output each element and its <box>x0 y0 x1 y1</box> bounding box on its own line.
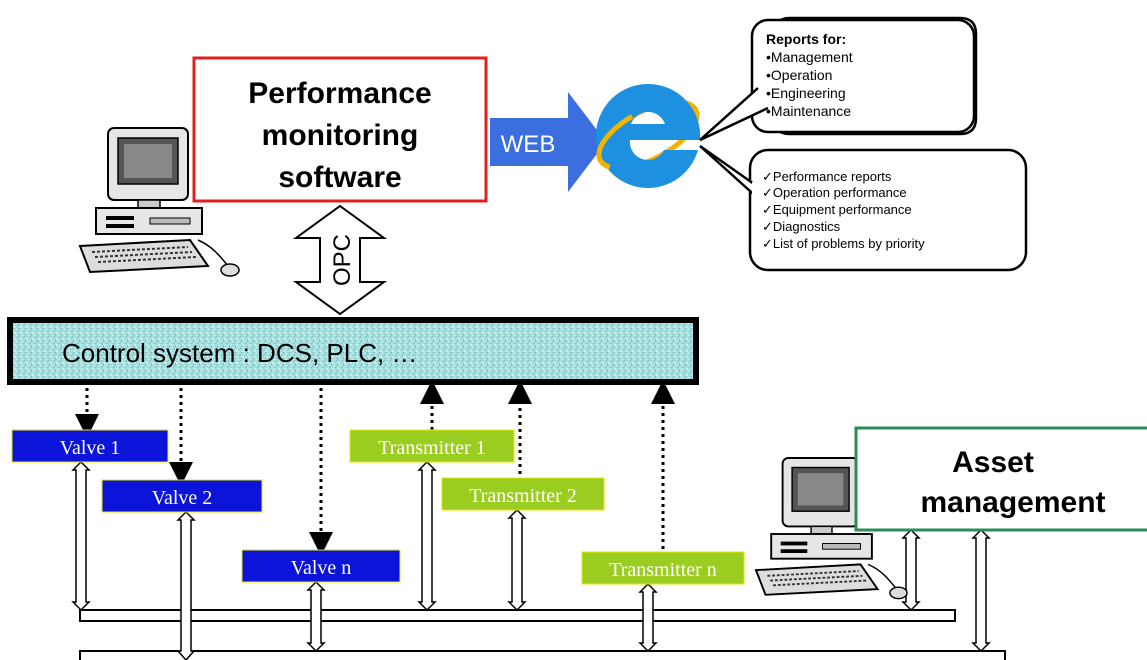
reports-item: •Maintenance <box>766 103 851 119</box>
signal-lines <box>75 380 675 556</box>
valve-2: Valve 2 <box>101 479 263 513</box>
web-label: WEB <box>501 131 556 158</box>
connector <box>901 528 921 612</box>
reports-callout: Reports for: •Management •Operation •Eng… <box>699 16 978 142</box>
fieldbus-line-lower <box>79 650 1006 660</box>
valve-n: Valve n <box>241 549 401 583</box>
connector <box>971 528 991 653</box>
monitoring-title-line2: monitoring <box>262 119 419 152</box>
capabilities-callout: ✓Performance reports ✓Operation performa… <box>699 144 1028 272</box>
capability-item: ✓Operation performance <box>762 185 907 200</box>
control-system-bar: Control system : DCS, PLC, … <box>7 317 699 385</box>
reports-list: •Management •Operation •Engineering •Mai… <box>766 49 853 119</box>
reports-item: •Operation <box>766 67 832 83</box>
control-system-label: Control system : DCS, PLC, … <box>62 338 417 368</box>
capability-item: ✓Diagnostics <box>762 219 841 234</box>
bus-connectors <box>71 460 991 660</box>
asset-title-line1: Asset <box>952 446 1034 479</box>
monitoring-software-box: Performance monitoring software <box>192 56 488 203</box>
web-arrow: WEB <box>490 92 606 192</box>
monitoring-title-line3: software <box>278 161 401 194</box>
reports-item: •Engineering <box>766 85 846 101</box>
fieldbus-line-upper <box>79 609 956 622</box>
valve-label: Valve n <box>291 557 352 579</box>
opc-label: OPC <box>329 234 356 286</box>
capability-item: ✓Performance reports <box>762 169 892 184</box>
reports-item: •Management <box>766 49 853 65</box>
transmitter-label: Transmitter 1 <box>378 437 486 459</box>
transmitter-label: Transmitter n <box>609 559 717 581</box>
connector <box>71 460 91 612</box>
connector <box>306 580 326 653</box>
connector <box>176 510 196 660</box>
valve-1: Valve 1 <box>11 429 169 463</box>
valve-label: Valve 1 <box>60 437 121 459</box>
valve-label: Valve 2 <box>152 487 213 509</box>
connector <box>638 582 658 653</box>
capability-item: ✓Equipment performance <box>762 202 912 217</box>
transmitter-2: Transmitter 2 <box>441 477 605 511</box>
asset-management-box: Asset management <box>854 426 1147 532</box>
transmitter-label: Transmitter 2 <box>469 485 577 507</box>
reports-title: Reports for: <box>766 31 846 47</box>
transmitter-1: Transmitter 1 <box>349 429 515 463</box>
internet-explorer-icon <box>595 83 701 188</box>
capability-item: ✓List of problems by priority <box>762 236 925 251</box>
connector <box>417 460 437 612</box>
monitoring-title-line1: Performance <box>248 77 431 110</box>
transmitter-n: Transmitter n <box>581 551 745 585</box>
opc-double-arrow: OPC <box>292 204 388 316</box>
connector <box>507 508 527 612</box>
asset-title-line2: management <box>920 486 1105 519</box>
